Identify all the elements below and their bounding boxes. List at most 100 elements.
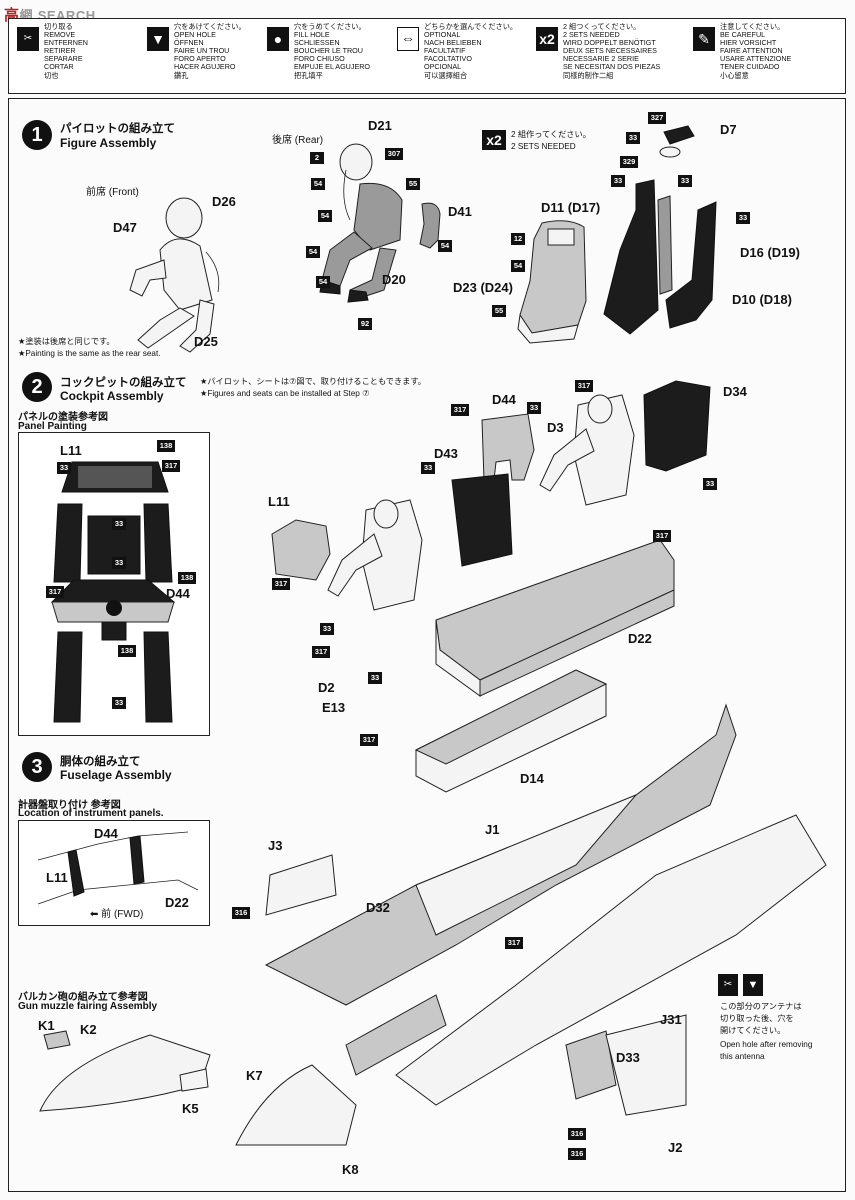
part-D43-panel [451, 473, 513, 567]
color-code-33: 33 [112, 557, 126, 569]
color-code-316: 316 [568, 1148, 586, 1160]
color-code-316: 316 [568, 1128, 586, 1140]
color-code-138: 138 [157, 440, 175, 452]
part-D16: D16 (D19) [740, 245, 800, 260]
legend-text: どちらかを選んでください。 [424, 22, 518, 31]
color-code-317: 317 [46, 586, 64, 598]
legend-text: BE CAREFUL [720, 30, 766, 40]
front-pilot-figure [129, 197, 220, 353]
color-code-307: 307 [385, 148, 403, 160]
part-E13: E13 [322, 700, 346, 715]
part-D11: D11 (D17) [541, 200, 601, 215]
legend-text: FACOLTATIVO [424, 54, 472, 64]
legend-text: WIRD DOPPELT BENÖTIGT [563, 38, 656, 48]
part-D10: D10 (D18) [732, 292, 792, 307]
part-L11-label: L11 [268, 494, 290, 509]
part-D14: D14 [520, 771, 544, 786]
color-code-317: 317 [575, 380, 593, 392]
color-code-138: 138 [178, 572, 196, 584]
legend-text: RETIRER [44, 46, 76, 56]
legend-text: HACER AGUJERO [174, 62, 236, 72]
step2-note-jp: ★パイロット、シートは⑦図で、取り付けることもできます。 [200, 377, 426, 386]
legend-text: 2 SETS NEEDED [563, 30, 620, 40]
part-D25: D25 [194, 334, 218, 349]
legend-text: USARE ATTENZIONE [720, 54, 792, 64]
step2-note-en: ★Figures and seats can be installed at S… [200, 389, 370, 398]
rear-seat-label: 後席 (Rear) [272, 135, 324, 146]
color-code-327: 327 [648, 112, 666, 124]
gun-fairing-jp: バルカン砲の組み立て参考図 [18, 992, 148, 1003]
legend-text: 鑽孔 [174, 70, 189, 80]
legend-text: 切り取る [44, 22, 73, 31]
part-L11: L11 [60, 443, 82, 458]
legend-text: 穴をうめてください。 [294, 22, 366, 31]
color-code-33: 33 [57, 462, 71, 474]
fill-hole-icon: ● [267, 27, 289, 51]
part-D47: D47 [113, 220, 137, 235]
legend-text: ÖFFNEN [174, 38, 204, 48]
optional-icon: ⇔ [397, 27, 419, 51]
color-code-33: 33 [368, 672, 382, 684]
legend-text: BOUCHER LE TROU [294, 46, 363, 56]
antenna-note-en-2: this antenna [720, 1052, 765, 1061]
part-J3: J3 [268, 838, 283, 853]
color-code-33: 33 [626, 132, 640, 144]
legend-text: 切也 [44, 70, 59, 80]
step-3-number: 3 [22, 752, 52, 782]
instrument-location-diagram [37, 831, 199, 905]
legend-text: OPEN HOLE [174, 30, 216, 40]
step-3-title-en: Fuselage Assembly [60, 768, 172, 782]
legend-text: 把孔填平 [294, 70, 323, 80]
part-D34-panel [643, 380, 711, 472]
part-D41-arm [419, 202, 441, 249]
part-D23: D23 (D24) [453, 280, 513, 295]
part-K7: K7 [246, 1068, 263, 1083]
part-D44-label: D44 [492, 392, 516, 407]
part-D22: D22 [628, 631, 652, 646]
panel-painting-diagram [50, 461, 176, 723]
part-D33: D33 [616, 1050, 640, 1065]
color-code-33: 33 [112, 518, 126, 530]
legend-text: REMOVE [44, 30, 76, 40]
color-code-54: 54 [318, 210, 332, 222]
remove-icon: ✂ [17, 27, 39, 51]
color-code-12: 12 [511, 233, 525, 245]
legend-open-hole: ▼ 穴をあけてください。 OPEN HOLE ÖFFNEN FAIRE UN T… [147, 22, 272, 91]
legend-text: FAIRE UN TROU [174, 46, 230, 56]
part-K5: K5 [182, 1101, 199, 1116]
legend-text: 同樣的制作二組 [563, 70, 614, 80]
legend-text: OPCIONAL [424, 62, 462, 72]
legend-remove: ✂ 切り取る REMOVE ENTFERNEN RETIRER SEPARARE… [17, 22, 142, 91]
x2-note-en: 2 SETS NEEDED [511, 142, 576, 151]
color-code-54: 54 [316, 276, 330, 288]
instructions-frame [8, 98, 846, 1192]
color-code-33: 33 [611, 175, 625, 187]
step-1-title-en: Figure Assembly [60, 136, 157, 150]
color-code-55: 55 [492, 305, 506, 317]
part-J1: J1 [485, 822, 500, 837]
color-code-54: 54 [438, 240, 452, 252]
color-code-54: 54 [311, 178, 325, 190]
part-D32: D32 [366, 900, 390, 915]
x2-icon: x2 [482, 130, 506, 150]
color-code-54: 54 [306, 246, 320, 258]
antenna-note-jp-1: この部分のアンテナは [720, 1002, 802, 1011]
panel-painting-en: Panel Painting [18, 421, 87, 432]
legend-x2: x2 2 組つくってください。 2 SETS NEEDED WIRD DOPPE… [536, 22, 686, 91]
color-code-317: 317 [312, 646, 330, 658]
legend-text: 可以選擇組合 [424, 70, 468, 80]
symbol-legend: ✂ 切り取る REMOVE ENTFERNEN RETIRER SEPARARE… [8, 18, 846, 94]
fuselage-assembly [235, 703, 827, 1146]
legend-be-careful: ✎ 注意してください。 BE CAREFUL HIER VORSICHT FAI… [693, 22, 833, 91]
step-1-title-jp: パイロットの組み立て [60, 123, 175, 135]
be-careful-icon: ✎ [693, 27, 715, 51]
part-D23-seat [517, 220, 587, 344]
front-seated-pilot [327, 499, 423, 611]
instrument-location-en: Location of instrument panels. [18, 808, 164, 819]
part-D43: D43 [434, 446, 458, 461]
antenna-note-jp-2: 切り取った後、穴を [720, 1014, 794, 1023]
legend-text: 穴をあけてください。 [174, 22, 246, 31]
panel-painting-jp: パネルの塗装参考図 [18, 412, 108, 423]
legend-text: TENER CUIDADO [720, 62, 780, 72]
remove-icon: ✂ [718, 974, 738, 996]
